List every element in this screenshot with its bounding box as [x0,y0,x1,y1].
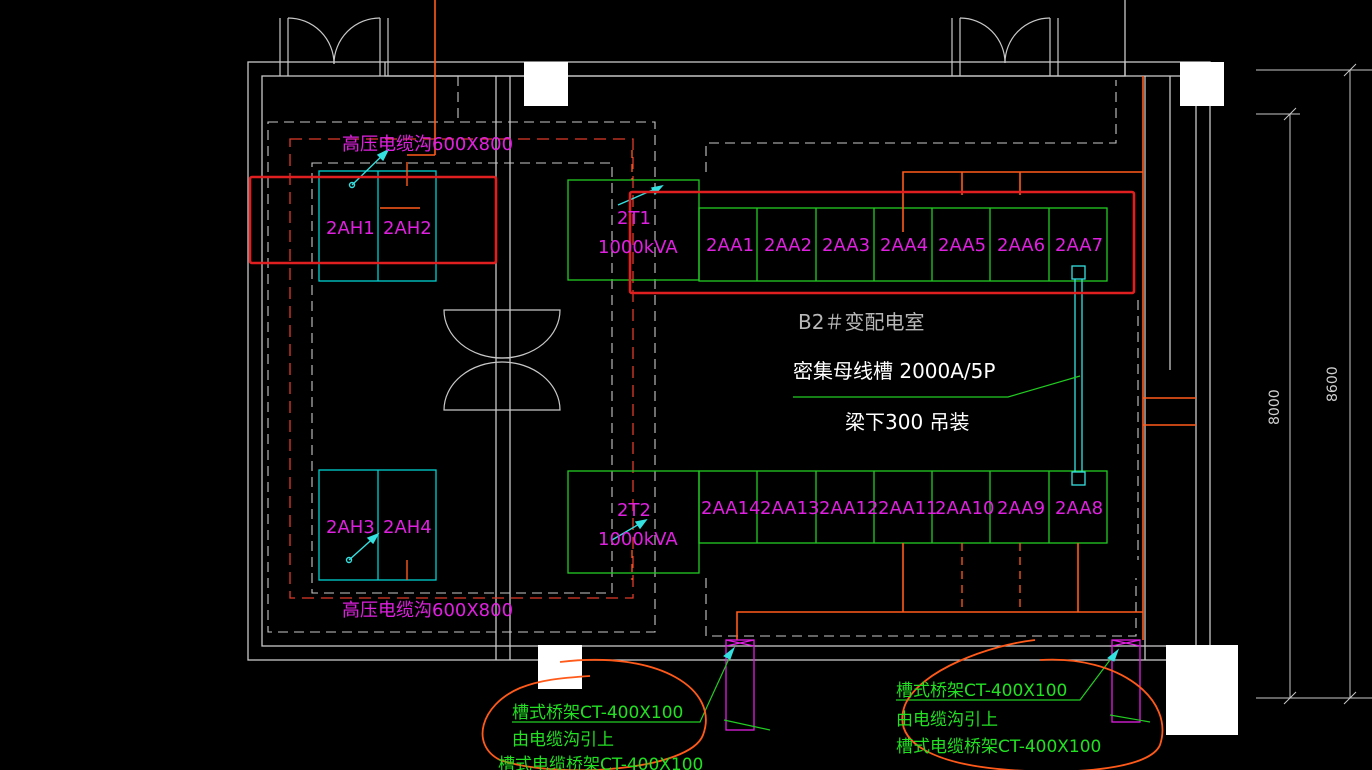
dimension-outer: 8600 [1325,366,1341,402]
lv-panel-label: 2AA7 [1055,235,1103,256]
cable-routes [736,76,1196,640]
cable-tray-riser-left [725,639,755,731]
busway-leader [793,375,1081,398]
transformer-rating: 1000kVA [598,237,678,258]
tray-note-left-line3: 槽式电缆桥架CT-400X100 [498,755,703,770]
transformer-id: 2T2 [617,500,651,521]
lv-panel-label: 2AA13 [760,498,819,519]
leader-arrows [345,148,664,564]
pillar-symbol [443,309,561,411]
tray-note-right-line1: 槽式桥架CT-400X100 [896,681,1067,701]
busway-label: 密集母线槽 2000A/5P [793,359,995,383]
lv-panel-label: 2AA2 [764,235,812,256]
dimension-inner: 8000 [1267,389,1283,425]
transformer-id: 2T1 [617,208,651,229]
tray-note-right-line2: 由电缆沟引上 [896,710,998,730]
room-name: B2＃变配电室 [798,310,924,334]
hv-cabinet-label: 2AH3 [326,517,375,538]
lv-panel-label: 2AA1 [706,235,754,256]
tray-note-right-line3: 槽式电缆桥架CT-400X100 [896,737,1101,757]
tray-note-left-line1: 槽式桥架CT-400X100 [512,703,683,723]
hv-cabinet-group-bottom [318,469,437,581]
hv-trench-label-top: 高压电缆沟600X800 [342,134,513,155]
hv-cabinet-label: 2AH4 [383,517,432,538]
cable-tray-riser-right [1111,639,1141,723]
lv-board-top [698,207,1108,282]
dashed-outlines [267,76,1139,637]
lv-panel-label: 2AA5 [938,235,986,256]
transformer-rating: 1000kVA [598,529,678,550]
dimension-lines [1256,63,1372,705]
door-top-right [951,17,1059,76]
lv-panel-label: 2AA9 [997,498,1045,519]
structural-columns [524,62,1238,735]
hv-cable-trench [289,138,634,599]
lv-panel-label: 2AA6 [997,235,1045,256]
lv-panel-label: 2AA4 [880,235,928,256]
hv-trench-label-bottom: 高压电缆沟600X800 [342,600,513,621]
lv-panel-label: 2AA14 [701,498,760,519]
lv-panel-label: 2AA12 [819,498,878,519]
hv-cabinet-label: 2AH1 [326,218,375,239]
lv-panel-label: 2AA11 [878,498,937,519]
hv-cabinet-label: 2AH2 [383,218,432,239]
tray-note-left-line2: 由电缆沟引上 [512,730,614,750]
lv-panel-label: 2AA10 [935,498,994,519]
busway [1071,265,1086,486]
room-walls [247,0,1211,661]
door-top-left [279,17,389,76]
busway-mount-label: 梁下300 吊装 [845,410,970,434]
highlight-boxes [248,175,1136,295]
tray-leader-arrows [723,646,1120,662]
lv-panel-label: 2AA3 [822,235,870,256]
cable-routes-dashed [631,150,1021,612]
lv-panel-label: 2AA8 [1055,498,1103,519]
